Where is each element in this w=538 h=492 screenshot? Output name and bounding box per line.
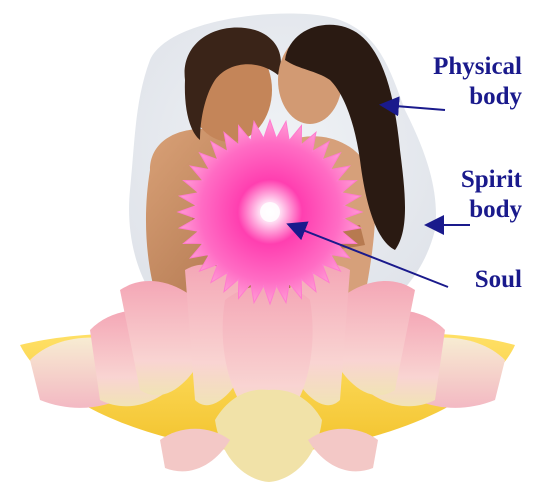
label-soul-line1: Soul [475,265,522,295]
label-spirit-line1: Spirit [461,165,522,195]
label-spirit-line2: body [461,195,522,225]
label-soul: Soul [475,265,522,295]
label-physical-line1: Physical [433,52,522,82]
label-physical-body: Physical body [433,52,522,112]
label-spirit-body: Spirit body [461,165,522,225]
label-physical-line2: body [433,82,522,112]
